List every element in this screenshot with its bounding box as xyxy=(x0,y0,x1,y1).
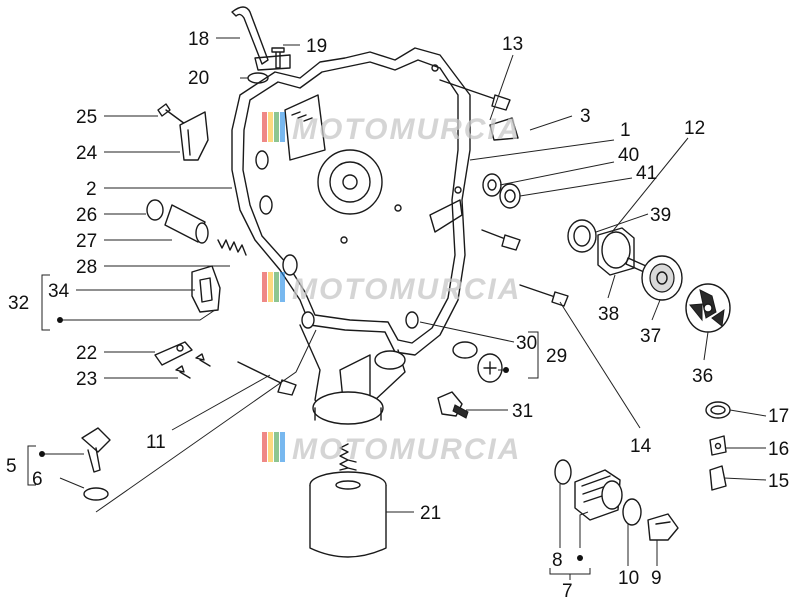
watermark-text: MOTOMURCIA xyxy=(292,273,521,306)
bracket-24 xyxy=(179,111,209,161)
callout-labels: 18 19 20 25 24 2 26 27 28 32 34 22 23 11… xyxy=(6,29,789,600)
drain-plug-9 xyxy=(647,513,679,541)
callout-17: 17 xyxy=(768,406,789,427)
callout-25: 25 xyxy=(76,107,97,128)
callout-1: 1 xyxy=(620,120,631,141)
seal-unit-37 xyxy=(641,255,683,301)
callout-18: 18 xyxy=(188,29,209,50)
callout-40: 40 xyxy=(618,145,639,166)
callout-28: 28 xyxy=(76,257,97,278)
watermark-stripe-blue xyxy=(280,112,285,142)
o-ring-30 xyxy=(452,341,478,359)
o-ring-8 xyxy=(554,459,572,485)
watermark-stripe-red xyxy=(262,112,267,142)
callout-38: 38 xyxy=(598,304,619,325)
bearing-41 xyxy=(499,183,521,209)
bolt-12 xyxy=(481,229,521,251)
callout-14: 14 xyxy=(630,436,652,457)
watermark-text: MOTOMURCIA xyxy=(292,113,521,146)
bracket-22 xyxy=(154,341,193,366)
watermark-stripe-green xyxy=(274,112,279,142)
bolt-14 xyxy=(519,284,569,307)
filter-screen-34 xyxy=(191,265,221,313)
plug-29 xyxy=(477,353,503,383)
watermark-3: MOTOMURCIA xyxy=(262,432,521,466)
callout-16: 16 xyxy=(768,439,789,460)
breather-pipe xyxy=(231,6,291,71)
callout-7: 7 xyxy=(562,581,573,600)
clip-16 xyxy=(709,435,727,456)
leader-lines xyxy=(27,37,767,580)
callout-24: 24 xyxy=(76,143,98,164)
pump-shaft-38 xyxy=(597,227,647,276)
screws-23 xyxy=(175,353,211,379)
callout-32: 32 xyxy=(8,293,29,314)
callout-36: 36 xyxy=(692,366,713,387)
bolt-13 xyxy=(439,79,511,111)
callout-11: 11 xyxy=(146,432,166,453)
crankcase-cover xyxy=(231,47,519,356)
watermark-2: MOTOMURCIA xyxy=(262,272,521,306)
watermark-stripe-red xyxy=(262,272,267,302)
callout-6: 6 xyxy=(32,469,43,490)
callout-29: 29 xyxy=(546,346,567,367)
callout-5: 5 xyxy=(6,456,17,477)
callout-dots xyxy=(39,317,583,561)
callout-21: 21 xyxy=(420,503,441,524)
seal-26 xyxy=(146,199,164,221)
callout-3: 3 xyxy=(580,106,591,127)
callout-34: 34 xyxy=(48,281,70,302)
callout-10: 10 xyxy=(618,568,639,589)
pin-27 xyxy=(164,204,209,244)
oil-filter-mount xyxy=(299,324,406,425)
callout-30: 30 xyxy=(516,333,537,354)
callout-31: 31 xyxy=(512,401,533,422)
callout-37: 37 xyxy=(640,326,661,347)
watermark-stripe-red xyxy=(262,432,267,462)
callout-22: 22 xyxy=(76,343,97,364)
callout-9: 9 xyxy=(651,568,662,589)
callout-8: 8 xyxy=(552,550,563,571)
watermark-stripe-blue xyxy=(280,272,285,302)
temp-sensor-31 xyxy=(437,391,469,419)
callout-13: 13 xyxy=(502,34,523,55)
callout-41: 41 xyxy=(636,163,657,184)
callout-20: 20 xyxy=(188,68,209,89)
callout-19: 19 xyxy=(306,36,327,57)
watermark-stripe-yellow xyxy=(268,272,273,302)
watermark-stripe-yellow xyxy=(268,112,273,142)
o-ring-10 xyxy=(622,498,642,526)
watermark-1: MOTOMURCIA xyxy=(262,112,521,146)
watermark-text: MOTOMURCIA xyxy=(292,433,521,466)
dipstick-plug xyxy=(81,427,111,501)
callout-23: 23 xyxy=(76,369,97,390)
screw-19 xyxy=(271,47,285,69)
spring-28 xyxy=(217,239,247,256)
bolt-11 xyxy=(237,361,297,396)
strainer-7 xyxy=(574,469,623,521)
bolt-25 xyxy=(157,103,186,125)
callout-39: 39 xyxy=(650,205,671,226)
watermark-stripe-green xyxy=(274,272,279,302)
hose-clamp-17 xyxy=(705,401,731,419)
impeller-36 xyxy=(685,283,731,333)
oil-filter xyxy=(309,443,387,558)
clip-15 xyxy=(709,465,727,491)
callout-26: 26 xyxy=(76,205,97,226)
callout-2: 2 xyxy=(86,179,97,200)
watermark-stripe-blue xyxy=(280,432,285,462)
callout-27: 27 xyxy=(76,231,97,252)
seal-ring-39 xyxy=(567,219,597,253)
watermark-stripe-yellow xyxy=(268,432,273,462)
watermark-stripe-green xyxy=(274,432,279,462)
callout-15: 15 xyxy=(768,471,789,492)
washer-40 xyxy=(482,173,502,197)
callout-12: 12 xyxy=(684,118,705,139)
